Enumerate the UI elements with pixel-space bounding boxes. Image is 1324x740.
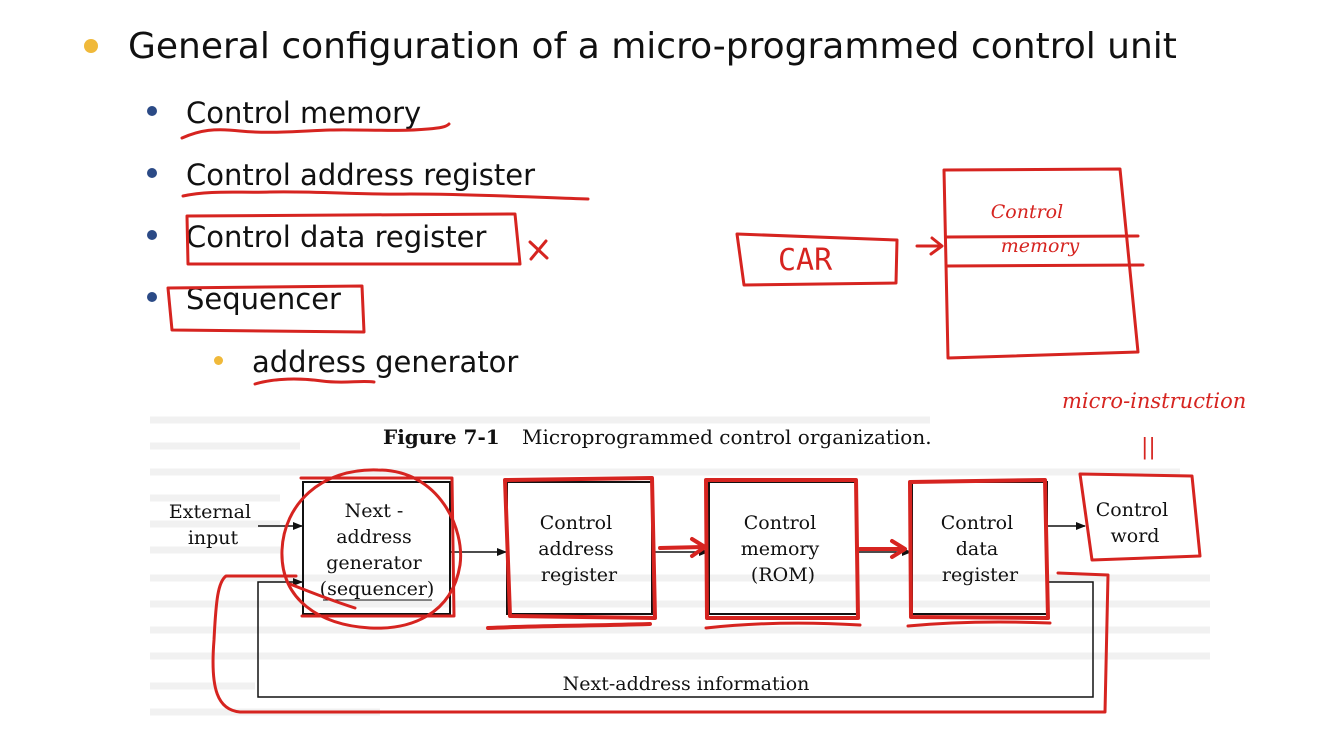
bullet-dot — [147, 168, 157, 178]
bullet-control-address-register: Control address register — [186, 158, 536, 192]
external-input-label: External input — [169, 501, 257, 549]
sequencer-block — [302, 481, 451, 615]
figure-caption-text: Microprogrammed control organization. — [522, 425, 932, 449]
control-memory-label: Control memory (ROM) — [741, 512, 826, 586]
sequencer-block-label: Next - address generator (sequencer) — [320, 500, 435, 600]
heading-bullet — [84, 39, 98, 53]
handwritten-car-label: CAR — [778, 243, 833, 278]
sub-bullet-dot — [214, 356, 223, 365]
sub-bullet-address-generator: address generator — [252, 345, 519, 379]
control-data-register-label: Control data register — [941, 512, 1020, 586]
feedback-loop-line — [257, 578, 1094, 698]
feedback-loop-label: Next-address information — [563, 673, 810, 695]
slide-heading: General configuration of a micro-program… — [128, 26, 1177, 67]
handwritten-micro-instruction: micro-instruction — [1062, 389, 1246, 413]
bullet-dot — [147, 230, 157, 240]
bullet-dot — [147, 106, 157, 116]
handwritten-memory-label: Control memory — [991, 201, 1080, 257]
bullet-control-memory: Control memory — [186, 96, 422, 130]
red-annotations — [166, 122, 1202, 714]
control-word-label: Control word — [1096, 499, 1175, 547]
figure-caption-number: Figure 7-1 — [383, 425, 500, 449]
background-texture — [150, 416, 1210, 716]
control-address-register-label: Control address register — [538, 512, 620, 586]
handwritten-equals-mark: || — [1141, 435, 1156, 460]
bullet-dot — [147, 292, 157, 302]
bullet-control-data-register: Control data register — [186, 220, 487, 254]
